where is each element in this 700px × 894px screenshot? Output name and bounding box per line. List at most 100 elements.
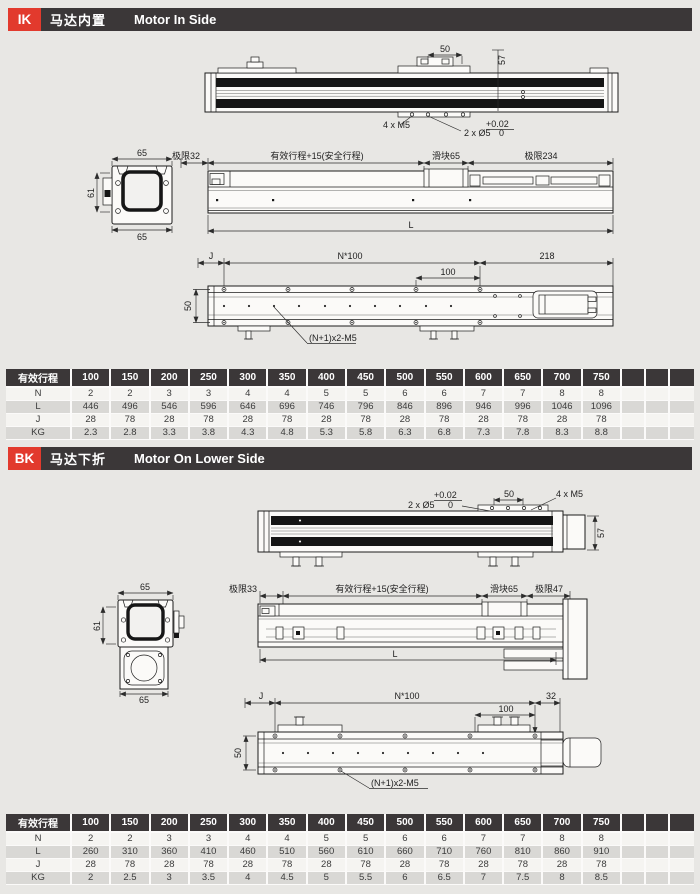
table-cell: 810 bbox=[504, 846, 544, 859]
table-cell: 7 bbox=[504, 388, 544, 401]
table-cell: 3 bbox=[189, 833, 230, 846]
table-cell: 78 bbox=[504, 414, 544, 427]
table-col-header: 100 bbox=[72, 369, 112, 388]
table-cell bbox=[646, 414, 670, 427]
dim-label: 100 bbox=[498, 704, 513, 714]
table-col-header: 700 bbox=[543, 814, 583, 833]
table-cell: 696 bbox=[268, 401, 308, 414]
table-cell: 1096 bbox=[582, 401, 622, 414]
dim-label: 有效行程+15(安全行程) bbox=[335, 583, 428, 594]
table-cell: 3 bbox=[189, 388, 230, 401]
table-cell: 6.8 bbox=[425, 427, 465, 440]
table-cell: 6.5 bbox=[425, 872, 465, 885]
table-cell: 910 bbox=[582, 846, 622, 859]
table-cell: 78 bbox=[504, 859, 544, 872]
table-cell: 310 bbox=[111, 846, 151, 859]
table-col-header: 400 bbox=[307, 369, 347, 388]
table-col-header: 750 bbox=[582, 369, 622, 388]
table-cell: 28 bbox=[229, 414, 269, 427]
dim-label: +0.02 bbox=[434, 490, 457, 500]
dim-label: (N+1)x2-M5 bbox=[309, 333, 357, 343]
section-badge: IK bbox=[8, 8, 41, 31]
dim-label: 2 x Ø5 bbox=[464, 128, 491, 138]
bk-bottom-view: J N*100 32 100 bbox=[233, 691, 602, 789]
table-col-header: 650 bbox=[504, 814, 544, 833]
table-cell: 7.5 bbox=[504, 872, 544, 885]
table-cell: 3 bbox=[150, 872, 190, 885]
table-cell: 2.3 bbox=[72, 427, 112, 440]
table-cell: 8 bbox=[543, 388, 583, 401]
table-cell bbox=[646, 833, 670, 846]
table-cell: 2 bbox=[72, 872, 112, 885]
table-cell: 2 bbox=[72, 833, 112, 846]
table-cell: 6 bbox=[386, 388, 426, 401]
dim-label: 滑块65 bbox=[432, 150, 460, 161]
dim-label: 50 bbox=[183, 301, 193, 311]
table-cell: 28 bbox=[150, 859, 190, 872]
table-cell: 5.5 bbox=[346, 872, 387, 885]
table-cell: 596 bbox=[189, 401, 230, 414]
section-title-bar: 马达下折 Motor On Lower Side bbox=[41, 447, 692, 470]
section-header-bk: BK 马达下折 Motor On Lower Side bbox=[8, 447, 692, 470]
table-cell: 8.3 bbox=[543, 427, 583, 440]
table-cell bbox=[646, 427, 670, 440]
table-cell bbox=[670, 846, 694, 859]
screw-holes-middle-row bbox=[222, 304, 453, 308]
table-cell: 8 bbox=[582, 388, 622, 401]
table-cell: 446 bbox=[72, 401, 112, 414]
table-cell: 746 bbox=[307, 401, 347, 414]
table-cell: 3.8 bbox=[189, 427, 230, 440]
table-cell bbox=[670, 427, 694, 440]
dim-label: 50 bbox=[233, 748, 243, 758]
table-col-header: 400 bbox=[307, 814, 347, 833]
table-cell: 78 bbox=[189, 859, 230, 872]
dim-label: 50 bbox=[440, 44, 450, 54]
table-cell: 7 bbox=[464, 388, 505, 401]
table-cell: 360 bbox=[150, 846, 190, 859]
table-cell: 28 bbox=[150, 414, 190, 427]
table-cell: 896 bbox=[425, 401, 465, 414]
mounting-holes-top-row bbox=[221, 287, 483, 292]
table-col-header: 600 bbox=[464, 814, 505, 833]
row-label: KG bbox=[6, 872, 72, 885]
table-cell bbox=[622, 872, 646, 885]
ik-cross-section: 65 61 65 bbox=[86, 148, 173, 242]
table-cell: 4 bbox=[229, 872, 269, 885]
table-cell: 4 bbox=[268, 833, 308, 846]
table-cell: 28 bbox=[307, 859, 347, 872]
table-cell: 546 bbox=[150, 401, 190, 414]
table-cell: 6 bbox=[386, 833, 426, 846]
mounting-holes-bottom-row bbox=[272, 767, 538, 773]
table-cell: 78 bbox=[111, 414, 151, 427]
dim-label: 65 bbox=[139, 695, 149, 705]
section-badge: BK bbox=[8, 447, 41, 470]
table-cell: 796 bbox=[346, 401, 387, 414]
section-title-cn: 马达内置 bbox=[50, 13, 107, 28]
table-cell: 410 bbox=[189, 846, 230, 859]
table-cell: 3.5 bbox=[189, 872, 230, 885]
dim-label: +0.02 bbox=[486, 119, 509, 129]
section-ik: IK 马达内置 Motor In Side bbox=[0, 8, 700, 440]
dim-label: L bbox=[408, 220, 413, 230]
table-cell: 28 bbox=[72, 414, 112, 427]
table-cell: 2 bbox=[111, 833, 151, 846]
table-cell: 28 bbox=[386, 859, 426, 872]
dim-label: 有效行程+15(安全行程) bbox=[270, 150, 363, 161]
table-cell: 610 bbox=[346, 846, 387, 859]
table-cell: 760 bbox=[464, 846, 505, 859]
table-col-header bbox=[646, 814, 670, 833]
table-cell: 78 bbox=[268, 414, 308, 427]
table-cell: 996 bbox=[504, 401, 544, 414]
table-cell: 78 bbox=[425, 859, 465, 872]
table-cell bbox=[670, 872, 694, 885]
table-cell: 7.8 bbox=[504, 427, 544, 440]
section-title-en: Motor On Lower Side bbox=[134, 451, 265, 466]
dim-label: 滑块65 bbox=[490, 583, 518, 594]
table-cell: 5 bbox=[307, 388, 347, 401]
